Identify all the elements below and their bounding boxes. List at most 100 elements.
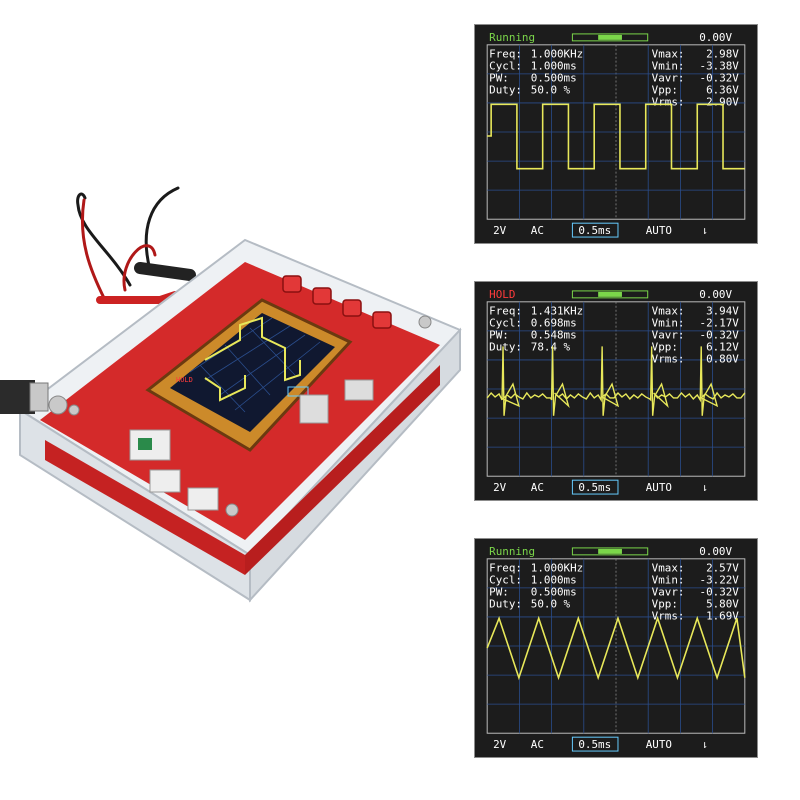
readout-label: Freq:: [489, 562, 522, 575]
readout-label: Duty:: [489, 597, 522, 610]
status-label-2: Running: [489, 545, 535, 558]
readout-value: -0.32V: [700, 71, 740, 84]
readout-value: 0.548ms: [531, 328, 577, 341]
readout-label: Vmax:: [652, 562, 685, 575]
readout-value: 0.500ms: [531, 585, 577, 598]
trigger-bar-0: [571, 33, 649, 42]
time-div-box-0: [571, 222, 619, 238]
readout-label: Vavr:: [652, 585, 685, 598]
status-label-0: Running: [489, 31, 535, 44]
readout-label: Vrms:: [652, 352, 685, 365]
coupling-1: AC: [531, 481, 544, 494]
grid-0: [486, 44, 746, 220]
readout-left-2: Freq:1.000KHzCycl:1.000msPW:0.500msDuty:…: [489, 562, 583, 611]
readout-label: Vrms:: [652, 95, 685, 108]
waveform-trace-2: [486, 615, 746, 681]
readout-value: -2.17V: [700, 317, 740, 330]
readout-value: 6.36V: [706, 83, 739, 96]
grid-1: [486, 301, 746, 477]
readout-label: Cycl:: [489, 317, 522, 330]
offset-voltage-2: 0.00V: [699, 545, 732, 558]
trigger-edge-icon-1: ⇂: [701, 481, 708, 494]
readout-value: 0.80V: [706, 352, 739, 365]
readout-value: 50.0 %: [531, 597, 571, 610]
time-div-box-1: [571, 479, 619, 495]
readout-label: Vpp:: [652, 83, 678, 96]
footer-0: 2V AC 0.5ms AUTO ⇂: [493, 222, 708, 238]
device-display: HOLD: [145, 298, 353, 452]
coupling-2: AC: [531, 738, 544, 751]
readout-value: 1.000KHz: [531, 562, 583, 575]
time-div-0: 0.5ms: [578, 224, 611, 237]
waveform-trace-0: [487, 103, 745, 170]
offset-voltage-1: 0.00V: [699, 288, 732, 301]
readout-label: Duty:: [489, 83, 522, 96]
readout-value: 6.12V: [706, 340, 739, 353]
oscilloscope-kit-photo: HOLD: [0, 186, 462, 603]
readout-label: Vpp:: [652, 340, 678, 353]
trigger-bar-1: [571, 290, 649, 299]
readout-label: PW:: [489, 328, 509, 341]
readout-label: Vmin:: [652, 60, 685, 73]
readout-value: 1.000ms: [531, 60, 577, 73]
readout-value: 78.4 %: [531, 340, 571, 353]
readout-label: Duty:: [489, 340, 522, 353]
trigger-mode-0: AUTO: [646, 224, 672, 237]
readout-label: Cycl:: [489, 60, 522, 73]
trigger-bar-2: [571, 547, 649, 556]
readout-label: Vavr:: [652, 328, 685, 341]
footer-2: 2V AC 0.5ms AUTO ⇂: [493, 736, 708, 752]
readout-value: -3.38V: [700, 60, 740, 73]
volt-div-1: 2V: [493, 481, 507, 494]
trigger-mode-1: AUTO: [646, 481, 672, 494]
trigger-edge-icon-0: ⇂: [701, 224, 708, 237]
readout-value: 2.98V: [706, 48, 739, 61]
footer-1: 2V AC 0.5ms AUTO ⇂: [493, 479, 708, 495]
readout-right-0: Vmax: 2.98V Vmin: -3.38V Vavr: -0.32V Vpp: 6.36…: [652, 48, 740, 109]
trigger-mode-2: AUTO: [646, 738, 672, 751]
status-label-1: HOLD: [489, 288, 515, 301]
push-buttons: [282, 275, 392, 329]
readout-value: 1.69V: [706, 609, 739, 622]
time-div-2: 0.5ms: [578, 738, 611, 751]
readout-value: 0.698ms: [531, 317, 577, 330]
readout-value: 3.94V: [706, 305, 739, 318]
readout-value: 1.431KHz: [531, 305, 583, 318]
readout-label: Vmin:: [652, 317, 685, 330]
coupling-0: AC: [531, 224, 544, 237]
readout-label: Freq:: [489, 305, 522, 318]
readout-label: Cycl:: [489, 574, 522, 587]
time-div-1: 0.5ms: [578, 481, 611, 494]
readout-right-1: Vmax:3.94VVmin:-2.17VVavr:-0.32VVpp:6.12…: [652, 305, 740, 366]
readout-label: Vrms:: [652, 609, 685, 622]
readout-value: -3.22V: [700, 574, 740, 587]
waveform-trace-1: [486, 346, 746, 416]
readout-label: Vmax:: [652, 305, 685, 318]
readout-value: 50.0 %: [531, 83, 571, 96]
board-components: [48, 315, 432, 517]
device-status-label: HOLD: [176, 376, 193, 384]
readout-value: -0.32V: [700, 585, 740, 598]
readout-value: 5.80V: [706, 597, 739, 610]
readout-label: Vmin:: [652, 574, 685, 587]
time-div-box-2: [571, 736, 619, 752]
readout-label: Vavr:: [652, 71, 685, 84]
readout-label: Freq:: [489, 48, 522, 61]
readout-label: PW:: [489, 71, 509, 84]
readout-value: 0.500ms: [531, 71, 577, 84]
volt-div-2: 2V: [493, 738, 507, 751]
scope-svg-2: Running 0.00V Freq:1.000KHzCycl:1.000msP…: [486, 545, 746, 752]
readout-label: Vpp:: [652, 597, 678, 610]
offset-voltage-0: 0.00V: [699, 31, 732, 44]
readout-label: Vmax:: [652, 48, 685, 61]
readout-value: 1.000KHz: [531, 48, 583, 61]
readout-value: 2.57V: [706, 562, 739, 575]
trigger-edge-icon-2: ⇂: [701, 738, 708, 751]
